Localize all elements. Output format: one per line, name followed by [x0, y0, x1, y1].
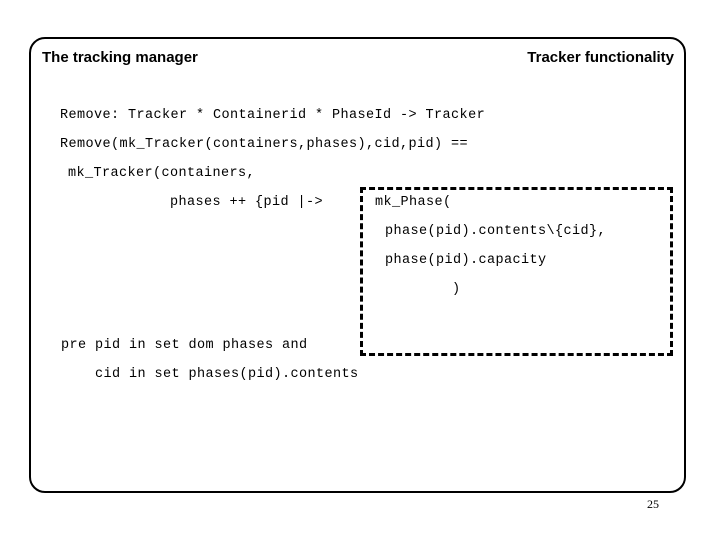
- code-line-phases-override: phases ++ {pid |->: [170, 195, 324, 210]
- callout-line-capacity: phase(pid).capacity: [385, 253, 547, 268]
- code-line-precondition-cont: cid in set phases(pid).contents: [95, 367, 359, 382]
- section-title: Tracker functionality: [527, 49, 674, 66]
- callout-box-mk-phase: [360, 187, 673, 356]
- page-number: 25: [647, 497, 659, 511]
- callout-line-mk-phase: mk_Phase(: [375, 195, 452, 210]
- callout-line-contents: phase(pid).contents\{cid},: [385, 224, 607, 239]
- slide-header: The tracking manager Tracker functionali…: [42, 48, 674, 72]
- code-line-mk-tracker: mk_Tracker(containers,: [68, 166, 256, 181]
- code-line-precondition: pre pid in set dom phases and: [61, 338, 308, 353]
- callout-line-close-paren: ): [452, 282, 461, 297]
- page-title: The tracking manager: [42, 49, 198, 66]
- code-line-signature: Remove: Tracker * Containerid * PhaseId …: [60, 108, 486, 123]
- code-line-definition: Remove(mk_Tracker(containers,phases),cid…: [60, 137, 469, 152]
- slide-border-frame: [29, 37, 686, 493]
